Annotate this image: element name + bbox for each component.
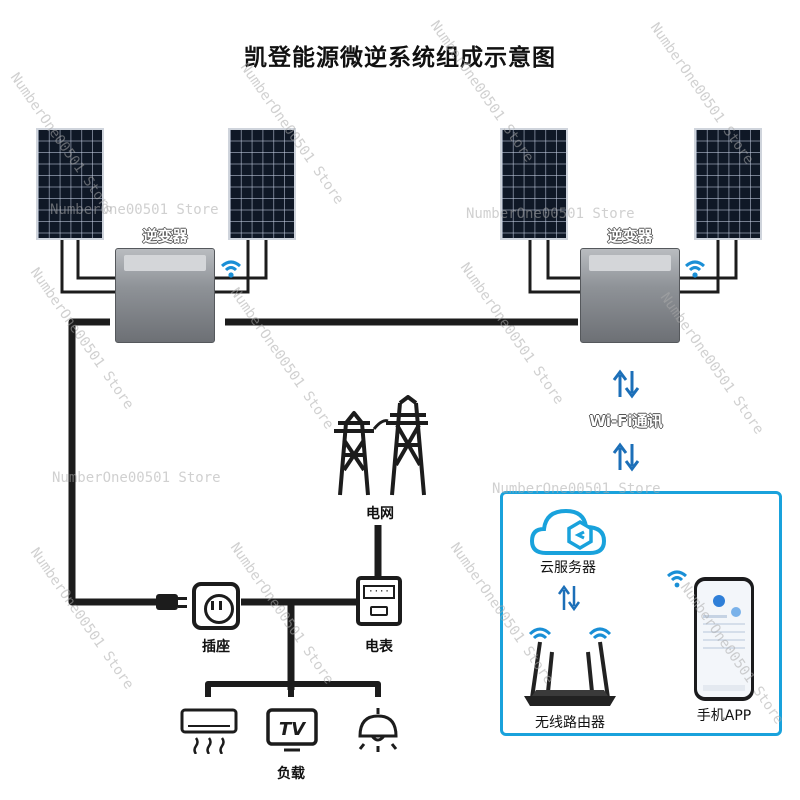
panel-wires xyxy=(60,240,738,294)
solar-panel-3 xyxy=(500,128,568,240)
wifi-comm-label: Wi-Fi通讯 xyxy=(589,412,663,430)
load-label: 负载 xyxy=(277,766,305,782)
solar-panel-4 xyxy=(694,128,762,240)
router-icon xyxy=(524,627,616,706)
watermark: NumberOne00501 Store xyxy=(492,481,661,497)
sync-arrows-icon xyxy=(612,369,640,399)
lamp-icon xyxy=(358,708,398,752)
solar-panel-1 xyxy=(36,128,104,240)
inverter-left xyxy=(115,248,215,343)
monitoring-box xyxy=(500,491,782,736)
inverter-right xyxy=(580,248,680,343)
meter-icon: ···· xyxy=(356,576,402,626)
sync-arrows-icon xyxy=(557,584,581,612)
phone-app-label: 手机APP xyxy=(696,708,752,724)
grid-label: 电网 xyxy=(366,506,394,522)
svg-text:TV: TV xyxy=(279,719,307,740)
cloud-server-label: 云服务器 xyxy=(540,560,596,576)
cloud-icon xyxy=(529,508,607,555)
socket-label: 插座 xyxy=(202,639,230,655)
plug-icon xyxy=(156,594,187,610)
wifi-icon xyxy=(221,260,241,278)
wifi-icon xyxy=(685,260,705,278)
air-conditioner-icon xyxy=(180,708,238,754)
watermark: NumberOne00501 Store xyxy=(52,470,221,486)
meter-label: 电表 xyxy=(365,639,393,655)
socket-icon xyxy=(192,582,240,630)
watermark: NumberOne00501 Store xyxy=(466,206,635,222)
diagram-title: 凯登能源微逆系统组成示意图 xyxy=(244,45,556,71)
inverter-right-label: 逆变器 xyxy=(607,227,653,245)
wifi-icon xyxy=(667,570,687,588)
sync-arrows-icon xyxy=(612,442,640,472)
solar-panel-2 xyxy=(228,128,296,240)
ac-cables xyxy=(68,318,578,697)
watermark: NumberOne00501 Store xyxy=(50,202,219,218)
tv-icon: TV xyxy=(266,708,318,752)
power-tower-icon xyxy=(334,395,428,496)
smartphone-icon xyxy=(694,577,754,701)
router-label: 无线路由器 xyxy=(535,715,605,731)
inverter-left-label: 逆变器 xyxy=(142,227,188,245)
